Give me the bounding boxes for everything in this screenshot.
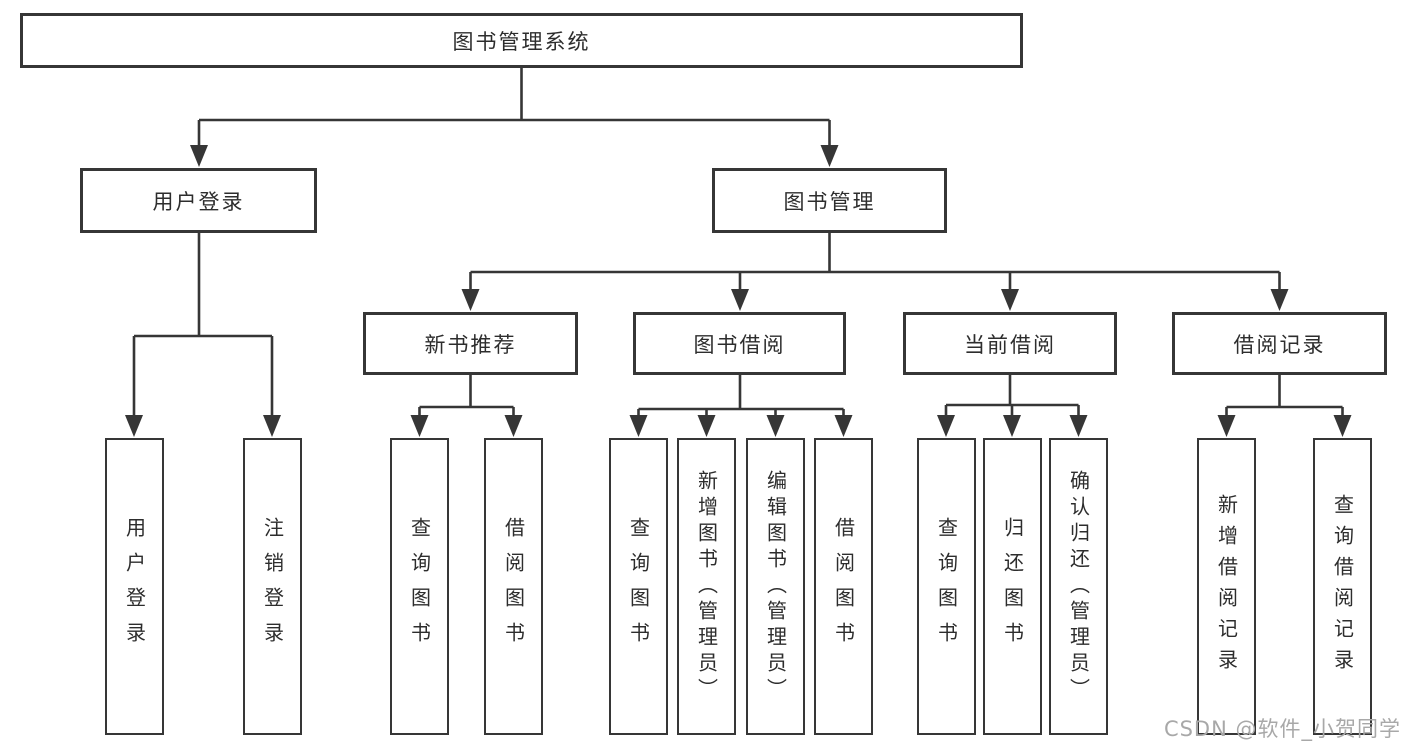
node-leaf-query-books-3: 查询图书 — [917, 438, 976, 735]
connector-borrow-records-children — [1217, 375, 1352, 437]
connector-new-book-children — [410, 375, 523, 437]
node-leaf-edit-book-admin: 编辑图书（管理员） — [746, 438, 805, 735]
node-leaf-query-books-3-label: 查询图书 — [934, 516, 959, 657]
connector-book-management-children — [461, 233, 1289, 311]
node-leaf-query-books-2: 查询图书 — [609, 438, 668, 735]
node-borrow-records-label: 借阅记录 — [1233, 332, 1326, 357]
node-leaf-confirm-return-admin-label: 确认归还（管理员） — [1066, 469, 1091, 704]
connector-root-to-level2 — [190, 68, 839, 167]
node-new-book-recommend: 新书推荐 — [363, 312, 578, 375]
node-leaf-logout: 注销登录 — [243, 438, 302, 735]
node-leaf-borrow-books-1-label: 借阅图书 — [501, 516, 526, 657]
node-root-label: 图书管理系统 — [452, 29, 591, 54]
node-new-book-recommend-label: 新书推荐 — [424, 332, 517, 357]
node-leaf-user-login: 用户登录 — [105, 438, 164, 735]
node-user-login-label: 用户登录 — [152, 189, 245, 214]
node-leaf-add-borrow-record: 新增借阅记录 — [1197, 438, 1256, 735]
node-current-borrow: 当前借阅 — [903, 312, 1117, 375]
node-user-login: 用户登录 — [80, 168, 317, 233]
node-leaf-query-borrow-record: 查询借阅记录 — [1313, 438, 1372, 735]
node-leaf-user-login-label: 用户登录 — [122, 516, 147, 657]
node-leaf-query-books-1-label: 查询图书 — [407, 516, 432, 657]
node-leaf-borrow-books-2-label: 借阅图书 — [831, 516, 856, 657]
node-leaf-edit-book-admin-label: 编辑图书（管理员） — [763, 469, 788, 704]
node-book-management: 图书管理 — [712, 168, 947, 233]
node-leaf-query-books-2-label: 查询图书 — [626, 516, 651, 657]
node-root: 图书管理系统 — [20, 13, 1023, 68]
node-leaf-add-book-admin: 新增图书（管理员） — [677, 438, 736, 735]
node-leaf-return-books-label: 归还图书 — [1000, 516, 1025, 657]
node-leaf-logout-label: 注销登录 — [260, 516, 285, 657]
node-leaf-query-borrow-record-label: 查询借阅记录 — [1330, 493, 1355, 680]
connector-user-login-children — [125, 233, 281, 437]
node-borrow-records: 借阅记录 — [1172, 312, 1387, 375]
node-leaf-return-books: 归还图书 — [983, 438, 1042, 735]
node-book-management-label: 图书管理 — [783, 189, 876, 214]
csdn-watermark: CSDN @软件_小贺同学 — [1163, 717, 1401, 741]
node-leaf-add-book-admin-label: 新增图书（管理员） — [694, 469, 719, 704]
node-leaf-borrow-books-2: 借阅图书 — [814, 438, 873, 735]
node-book-borrow: 图书借阅 — [633, 312, 846, 375]
node-leaf-add-borrow-record-label: 新增借阅记录 — [1214, 493, 1239, 680]
node-leaf-confirm-return-admin: 确认归还（管理员） — [1049, 438, 1108, 735]
node-current-borrow-label: 当前借阅 — [964, 332, 1056, 357]
node-leaf-borrow-books-1: 借阅图书 — [484, 438, 543, 735]
node-leaf-query-books-1: 查询图书 — [390, 438, 449, 735]
connector-current-borrow-children — [937, 375, 1088, 437]
connector-book-borrow-children — [629, 375, 853, 437]
node-book-borrow-label: 图书借阅 — [693, 332, 786, 357]
